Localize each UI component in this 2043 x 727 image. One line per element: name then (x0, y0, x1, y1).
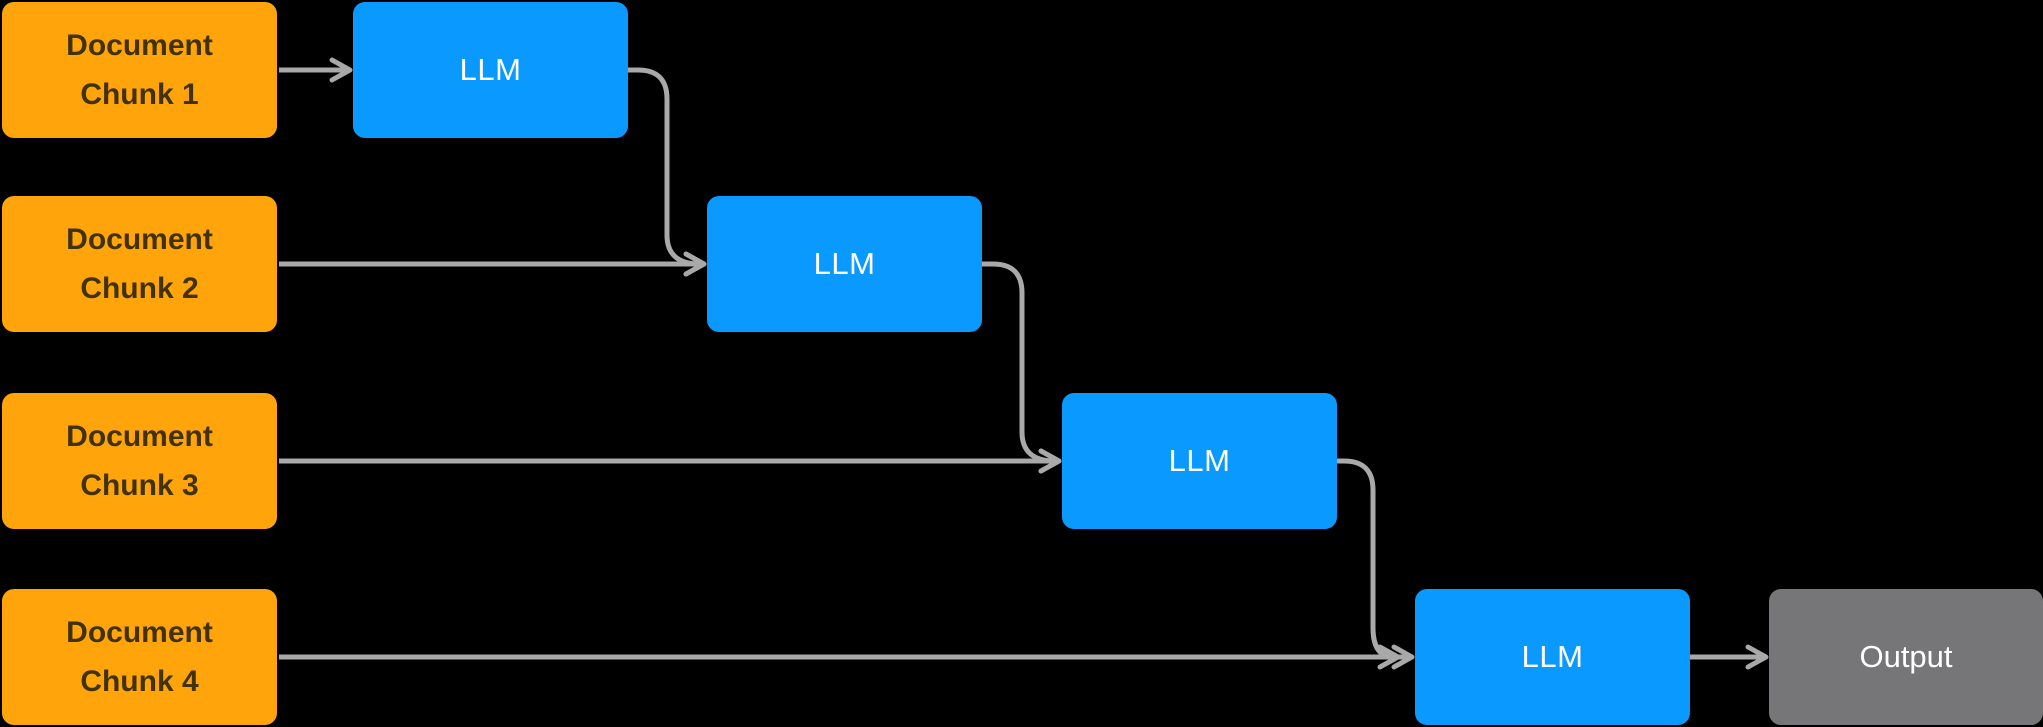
node-label-line: Chunk 2 (80, 272, 199, 305)
node-label-line: Document (66, 223, 213, 256)
node-label-line: Chunk 4 (80, 665, 199, 698)
edge-llm3-llm4 (1337, 458, 1401, 670)
node-label-line: Chunk 1 (80, 78, 199, 111)
edge-llm1-llm2 (628, 67, 707, 277)
node-label-line: Chunk 3 (80, 469, 199, 502)
node-llm-3: LLM (1062, 393, 1337, 529)
edge-llm2-llm3 (982, 261, 1062, 474)
node-label: Output (1859, 639, 1953, 674)
node-document-chunk-3: Document Chunk 3 (2, 393, 277, 529)
node-document-chunk-1: Document Chunk 1 (2, 2, 277, 138)
node-llm-4: LLM (1415, 589, 1690, 725)
node-output: Output (1769, 589, 2043, 725)
node-label-line: Document (66, 420, 213, 453)
node-label: LLM (1521, 639, 1584, 674)
node-document-chunk-2: Document Chunk 2 (2, 196, 277, 332)
node-llm-2: LLM (707, 196, 982, 332)
node-label: LLM (813, 246, 876, 281)
node-label: LLM (459, 52, 522, 87)
node-label-line: Document (66, 616, 213, 649)
node-document-chunk-4: Document Chunk 4 (2, 589, 277, 725)
node-label: LLM (1168, 443, 1231, 478)
node-llm-1: LLM (353, 2, 628, 138)
node-label-line: Document (66, 29, 213, 62)
